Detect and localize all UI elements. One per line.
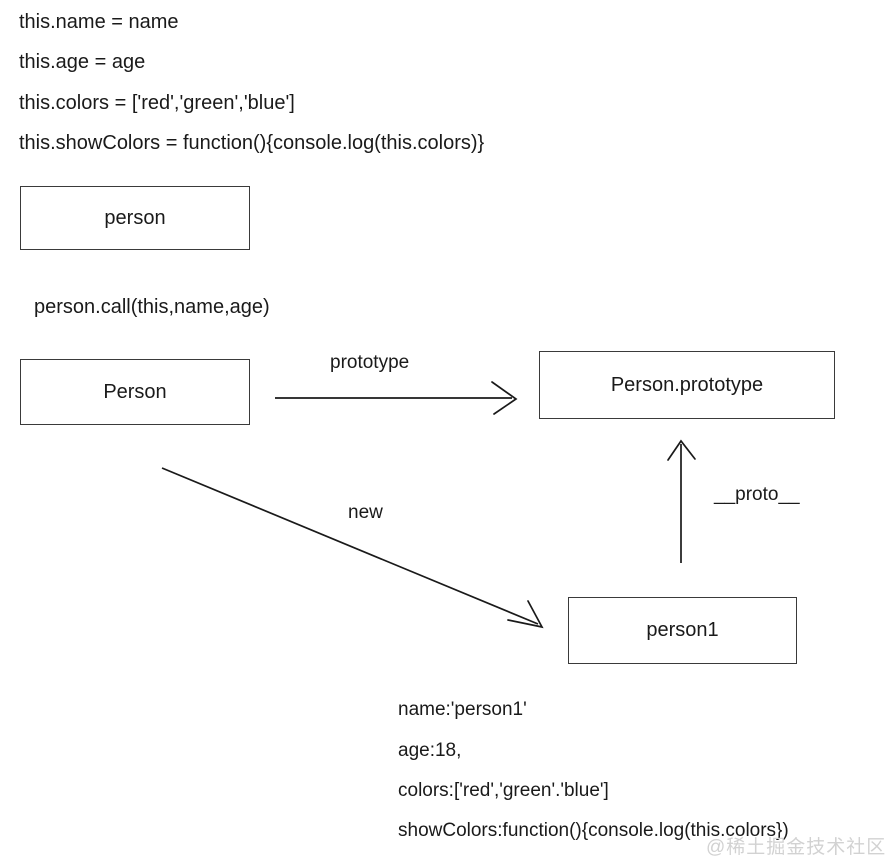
node-box-person-constructor[interactable]: Person bbox=[20, 359, 250, 425]
node-label-person-prototype: Person.prototype bbox=[610, 373, 764, 396]
code-line-this-name: this.name = name bbox=[19, 11, 179, 33]
edge-label-prototype: prototype bbox=[330, 352, 410, 373]
code-line-this-age: this.age = age bbox=[19, 51, 146, 73]
node-box-person-prototype[interactable]: Person.prototype bbox=[539, 351, 835, 419]
code-line-person-call: person.call(this,name,age) bbox=[34, 296, 270, 318]
prop-line-name: name:'person1' bbox=[398, 699, 527, 720]
prop-line-age: age:18, bbox=[398, 740, 462, 761]
code-line-this-colors: this.colors = ['red','green','blue'] bbox=[19, 92, 295, 114]
node-label-person-constructor: Person bbox=[103, 380, 167, 403]
arrow-proto bbox=[667, 439, 696, 563]
node-box-person1[interactable]: person1 bbox=[568, 597, 797, 664]
edge-label-new: new bbox=[348, 502, 383, 523]
prop-line-colors: colors:['red','green'.'blue'] bbox=[398, 780, 609, 801]
node-label-person: person bbox=[104, 206, 166, 229]
node-box-person[interactable]: person bbox=[20, 186, 250, 250]
code-line-this-showcolors: this.showColors = function(){console.log… bbox=[19, 132, 485, 154]
arrow-new bbox=[161, 467, 544, 629]
arrow-prototype bbox=[275, 381, 518, 415]
watermark: @稀土掘金技术社区 bbox=[706, 837, 887, 858]
node-label-person1: person1 bbox=[646, 619, 719, 641]
edge-label-proto: __proto__ bbox=[714, 484, 800, 505]
prop-line-showcolors: showColors:function(){console.log(this.c… bbox=[398, 820, 789, 841]
